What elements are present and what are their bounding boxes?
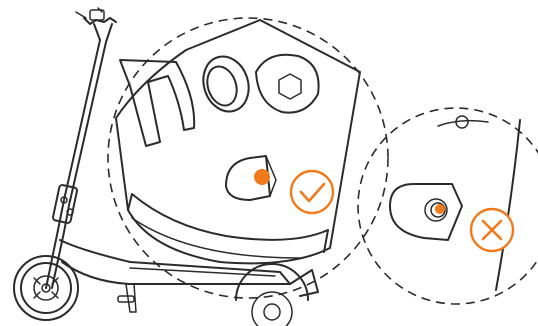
- x-circle-icon: [471, 209, 513, 251]
- latch-pin-seated: [254, 169, 270, 185]
- deck: [60, 240, 290, 284]
- steering-column: [64, 40, 106, 201]
- latch-pin-unseated: [435, 204, 445, 214]
- handlebar: [76, 8, 116, 42]
- latch-block: [116, 20, 360, 263]
- rear-wheel: [236, 264, 308, 326]
- scooter-illustration: [14, 8, 318, 326]
- lock-knob: [196, 51, 255, 118]
- hex-bolt: [256, 55, 319, 113]
- latch-pin-socket: [226, 156, 276, 200]
- incorrect-latch-view: [358, 108, 538, 304]
- correct-latch-view: [108, 18, 388, 298]
- folding-joint: [52, 185, 77, 224]
- zoom-circle-incorrect: [358, 108, 538, 304]
- check-circle-icon: [291, 171, 333, 213]
- latch-pin-socket-unseated: [390, 184, 462, 240]
